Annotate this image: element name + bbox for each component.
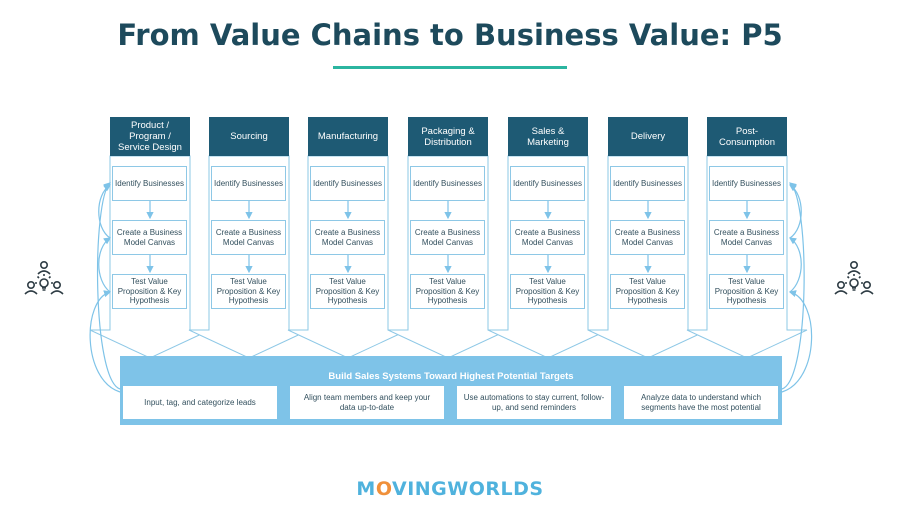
task-box: Align team members and keep your data up… [290,386,444,419]
step-box: Create a Business Model Canvas [211,220,286,255]
step-box: Create a Business Model Canvas [510,220,585,255]
task-box: Use automations to stay current, follow-… [457,386,611,419]
column-header: Post-Consumption [707,117,787,156]
step-box: Identify Businesses [310,166,385,201]
title-underline [333,66,567,69]
column-header-label: Manufacturing [317,131,379,142]
page-title: From Value Chains to Business Value: P5 [117,18,783,52]
step-box: Identify Businesses [211,166,286,201]
step-box: Identify Businesses [709,166,784,201]
column-header: Packaging & Distribution [408,117,488,156]
column-header-label: Post-Consumption [719,125,775,148]
column-header: Sourcing [209,117,289,156]
team-idea-icon [24,260,64,295]
column-header-label: Delivery [630,131,666,142]
column-header: Delivery [608,117,688,156]
step-box: Test Value Proposition & Key Hypothesis [310,274,385,309]
step-box: Test Value Proposition & Key Hypothesis [211,274,286,309]
column-header: Product / Program / Service Design [110,117,190,156]
step-box: Create a Business Model Canvas [310,220,385,255]
column-header-label: Sales & Marketing [527,125,569,148]
step-box: Identify Businesses [112,166,187,201]
movingworlds-logo: MOVINGWORLDS [356,478,544,500]
step-box: Create a Business Model Canvas [112,220,187,255]
task-box: Input, tag, and categorize leads [123,386,277,419]
step-box: Test Value Proposition & Key Hypothesis [510,274,585,309]
column-header-label: Packaging & Distribution [421,125,475,148]
task-box: Analyze data to understand which segment… [624,386,778,419]
step-box: Create a Business Model Canvas [610,220,685,255]
step-box: Create a Business Model Canvas [410,220,485,255]
step-box: Identify Businesses [610,166,685,201]
column-header-label: Sourcing [230,131,268,142]
step-box: Test Value Proposition & Key Hypothesis [112,274,187,309]
step-box: Test Value Proposition & Key Hypothesis [709,274,784,309]
step-box: Test Value Proposition & Key Hypothesis [410,274,485,309]
step-box: Identify Businesses [410,166,485,201]
band-title: Build Sales Systems Toward Highest Poten… [328,371,574,382]
column-header-label: Product / Program / Service Design [118,120,182,153]
step-box: Create a Business Model Canvas [709,220,784,255]
column-header: Sales & Marketing [508,117,588,156]
step-box: Identify Businesses [510,166,585,201]
step-box: Test Value Proposition & Key Hypothesis [610,274,685,309]
column-header: Manufacturing [308,117,388,156]
team-idea-icon [834,260,874,295]
